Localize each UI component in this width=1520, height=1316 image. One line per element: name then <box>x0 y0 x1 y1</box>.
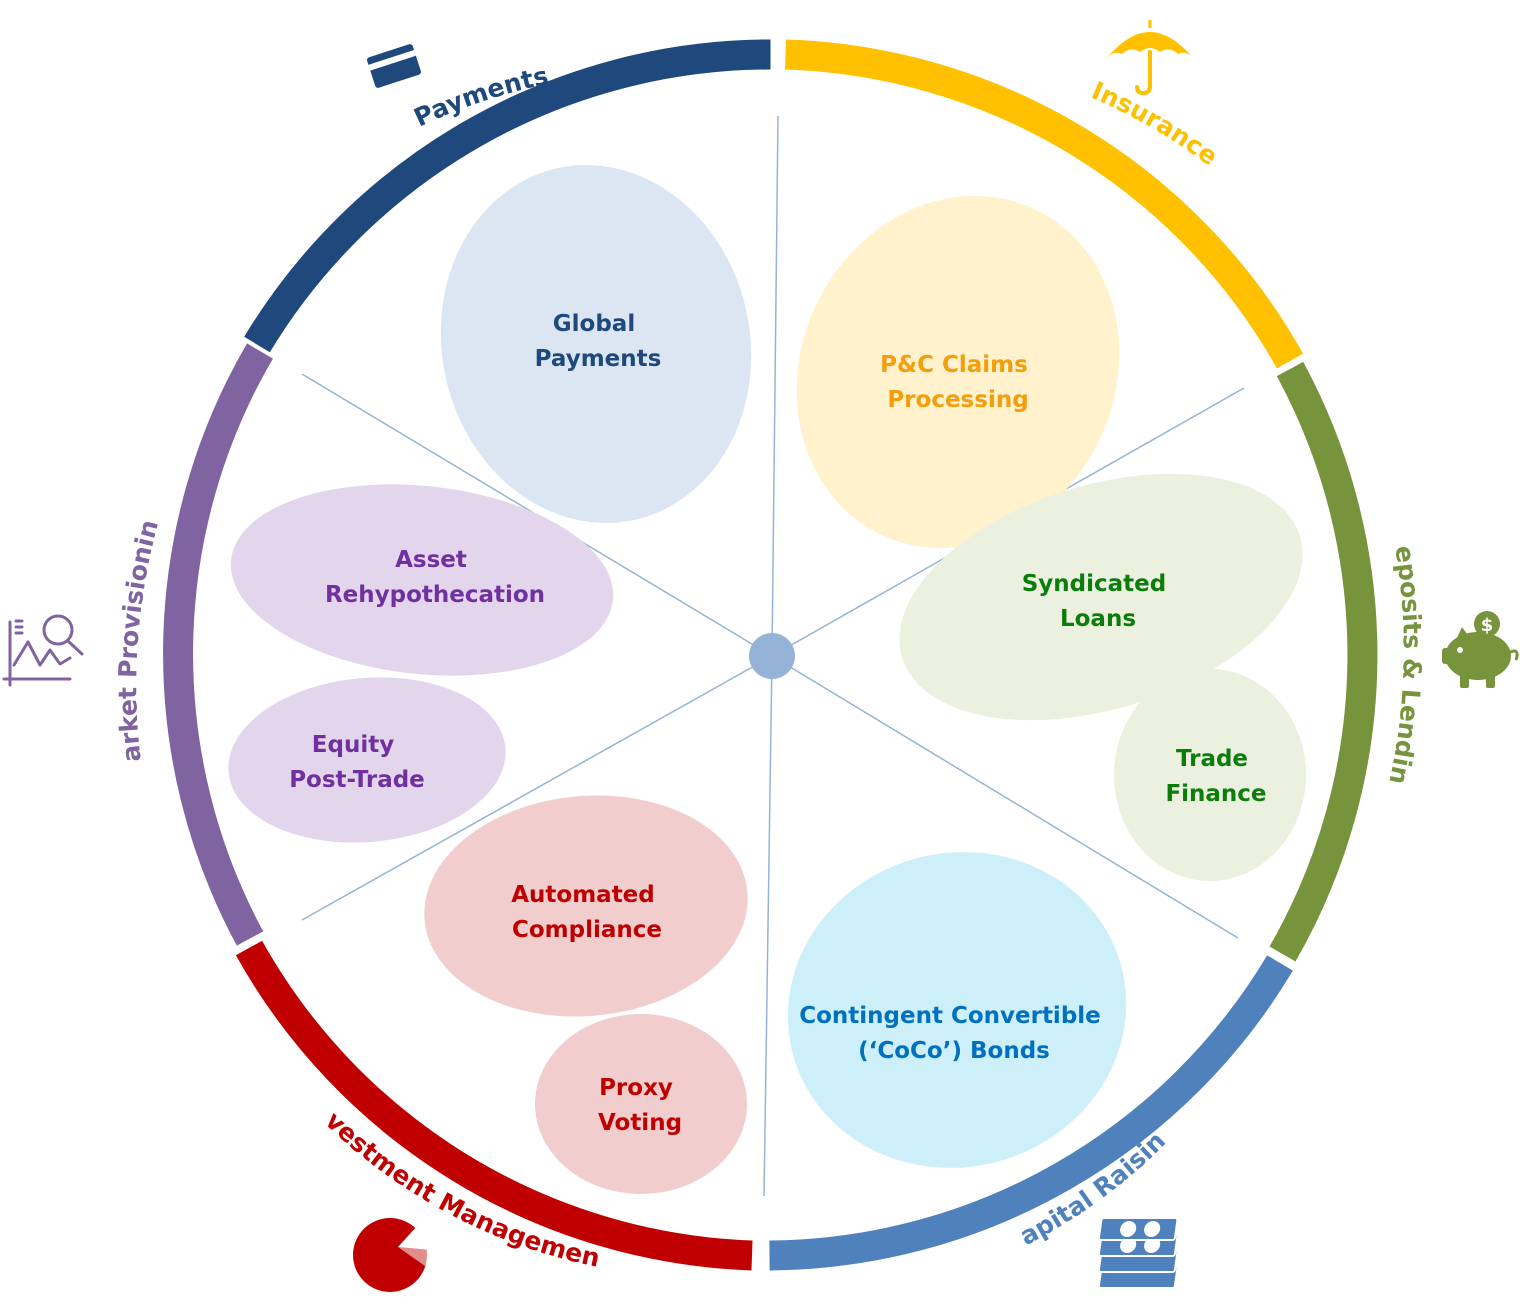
credit-card-icon <box>367 44 421 88</box>
label-line: Automated <box>511 882 655 908</box>
label-line: P&C Claims <box>880 352 1028 378</box>
use-case-trade-finance: Trade Finance <box>1165 746 1266 807</box>
spoke-line <box>771 115 779 657</box>
use-case-pc-claims: P&C Claims Processing <box>880 352 1036 413</box>
use-case-coco-bonds: Contingent Convertible (‘CoCo’) Bonds <box>799 1003 1109 1064</box>
spoke-line <box>301 655 773 921</box>
label-line: Processing <box>887 387 1028 413</box>
label-line: Compliance <box>512 917 662 943</box>
ellipse-equity-post-trade <box>228 677 506 843</box>
label-line: Post-Trade <box>289 767 425 793</box>
ellipse-asset-rehypothecation <box>230 484 614 676</box>
label-line: Trade <box>1176 746 1248 772</box>
piggy-bank-icon: $ <box>1442 611 1519 688</box>
ellipse-trade-finance <box>1114 669 1306 881</box>
spoke-line <box>763 655 773 1197</box>
ellipse-proxy-voting <box>535 1014 747 1194</box>
label-line: Proxy <box>599 1075 673 1101</box>
label-line: Global <box>553 311 635 337</box>
ring-segment-capital <box>769 955 1293 1271</box>
label-line: Loans <box>1060 606 1136 632</box>
use-case-global-payments: Global Payments <box>535 311 662 372</box>
ellipse-pc-claims <box>796 195 1120 549</box>
label-line: Payments <box>535 346 662 372</box>
use-case-ellipses <box>228 165 1306 1194</box>
label-line: Rehypothecation <box>325 582 545 608</box>
ring-segment-investment <box>235 940 753 1271</box>
use-case-labels: Global Payments P&C Claims Processing Sy… <box>289 311 1266 1136</box>
use-case-proxy-voting: Proxy Voting <box>598 1075 682 1136</box>
center-hub <box>749 633 795 679</box>
ellipse-automated-compliance <box>424 795 748 1017</box>
svg-text:$: $ <box>1481 615 1494 636</box>
label-line: (‘CoCo’) Bonds <box>858 1038 1050 1064</box>
ellipse-syndicated-loans <box>899 473 1303 721</box>
ring-segment-payments <box>244 39 771 353</box>
label-line: Asset <box>395 547 467 573</box>
use-case-automated-compliance: Automated Compliance <box>511 882 663 943</box>
label-line: Voting <box>598 1110 682 1136</box>
label-line: Contingent Convertible <box>799 1003 1101 1029</box>
pie-chart-icon <box>353 1218 430 1292</box>
use-case-equity-post-trade: Equity Post-Trade <box>289 732 425 793</box>
market-analysis-icon <box>2 614 84 687</box>
use-case-asset-rehypothecation: Asset Rehypothecation <box>325 547 545 608</box>
ring-segment-insurance <box>785 39 1304 369</box>
spoke-line <box>771 655 1239 939</box>
use-case-syndicated-loans: Syndicated Loans <box>1022 571 1175 632</box>
label-line: Finance <box>1165 781 1266 807</box>
ellipse-coco-bonds <box>787 852 1127 1168</box>
ring-segment-deposits <box>1269 361 1378 962</box>
label-line: Syndicated <box>1022 571 1167 597</box>
outer-ring <box>163 39 1378 1271</box>
money-stack-icon <box>1097 1217 1179 1289</box>
ring-segment-market <box>163 343 273 946</box>
ellipse-global-payments <box>440 165 752 523</box>
label-line: Equity <box>312 732 394 758</box>
umbrella-icon <box>1107 20 1193 96</box>
